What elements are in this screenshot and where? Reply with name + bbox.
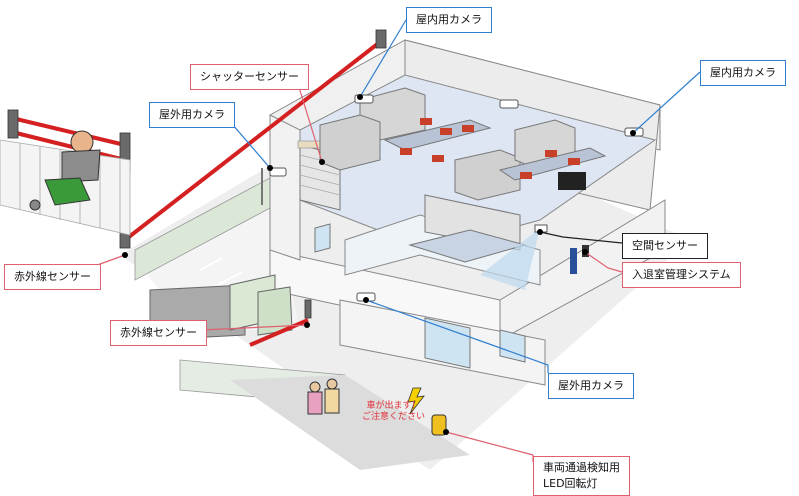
- callout-outdoor-camera-left: 屋外用カメラ: [149, 102, 235, 128]
- vehicle-led-line2: LED回転灯: [543, 477, 598, 490]
- entrance-door: [424, 317, 471, 369]
- infrared-beam-perimeter: [123, 40, 382, 242]
- left-side-wall: [269, 114, 301, 261]
- warning-text: 車が出ます！ ご注意ください: [362, 401, 425, 423]
- callout-infrared-sensor-left: 赤外線センサー: [4, 264, 101, 290]
- sidewalk: [230, 375, 470, 470]
- warning-line1: 車が出ます！: [366, 401, 421, 411]
- intruder: [29, 130, 101, 211]
- callout-vehicle-led: 車両通過検知用 LED回転灯: [533, 456, 630, 496]
- callout-indoor-camera-right: 屋内用カメラ: [700, 60, 786, 86]
- callout-indoor-camera-top: 屋内用カメラ: [406, 7, 492, 33]
- callout-shutter-sensor: シャッターセンサー: [190, 64, 309, 90]
- machine-parts: [400, 118, 580, 179]
- infrared-beam-fence: [11, 116, 126, 162]
- callout-outdoor-camera-bottom: 屋外用カメラ: [548, 373, 634, 399]
- callout-access-control: 入退室管理システム: [622, 262, 741, 288]
- callout-space-sensor: 空間センサー: [622, 233, 708, 259]
- window-left: [314, 223, 331, 253]
- led-rotating-light: [431, 414, 447, 436]
- monitor: [558, 172, 586, 190]
- pedestrians: [307, 378, 340, 415]
- infrared-beam-gate: [249, 318, 309, 347]
- warning-icon: [407, 387, 425, 415]
- space-sensor-beam: [480, 228, 540, 290]
- callout-infrared-sensor-mid: 赤外線センサー: [110, 320, 207, 346]
- warning-line2: ご注意ください: [362, 412, 426, 422]
- leader-dots: [122, 94, 636, 435]
- vehicle-led-line1: 車両通過検知用: [543, 461, 620, 474]
- person-office: [570, 248, 577, 274]
- window: [499, 329, 526, 363]
